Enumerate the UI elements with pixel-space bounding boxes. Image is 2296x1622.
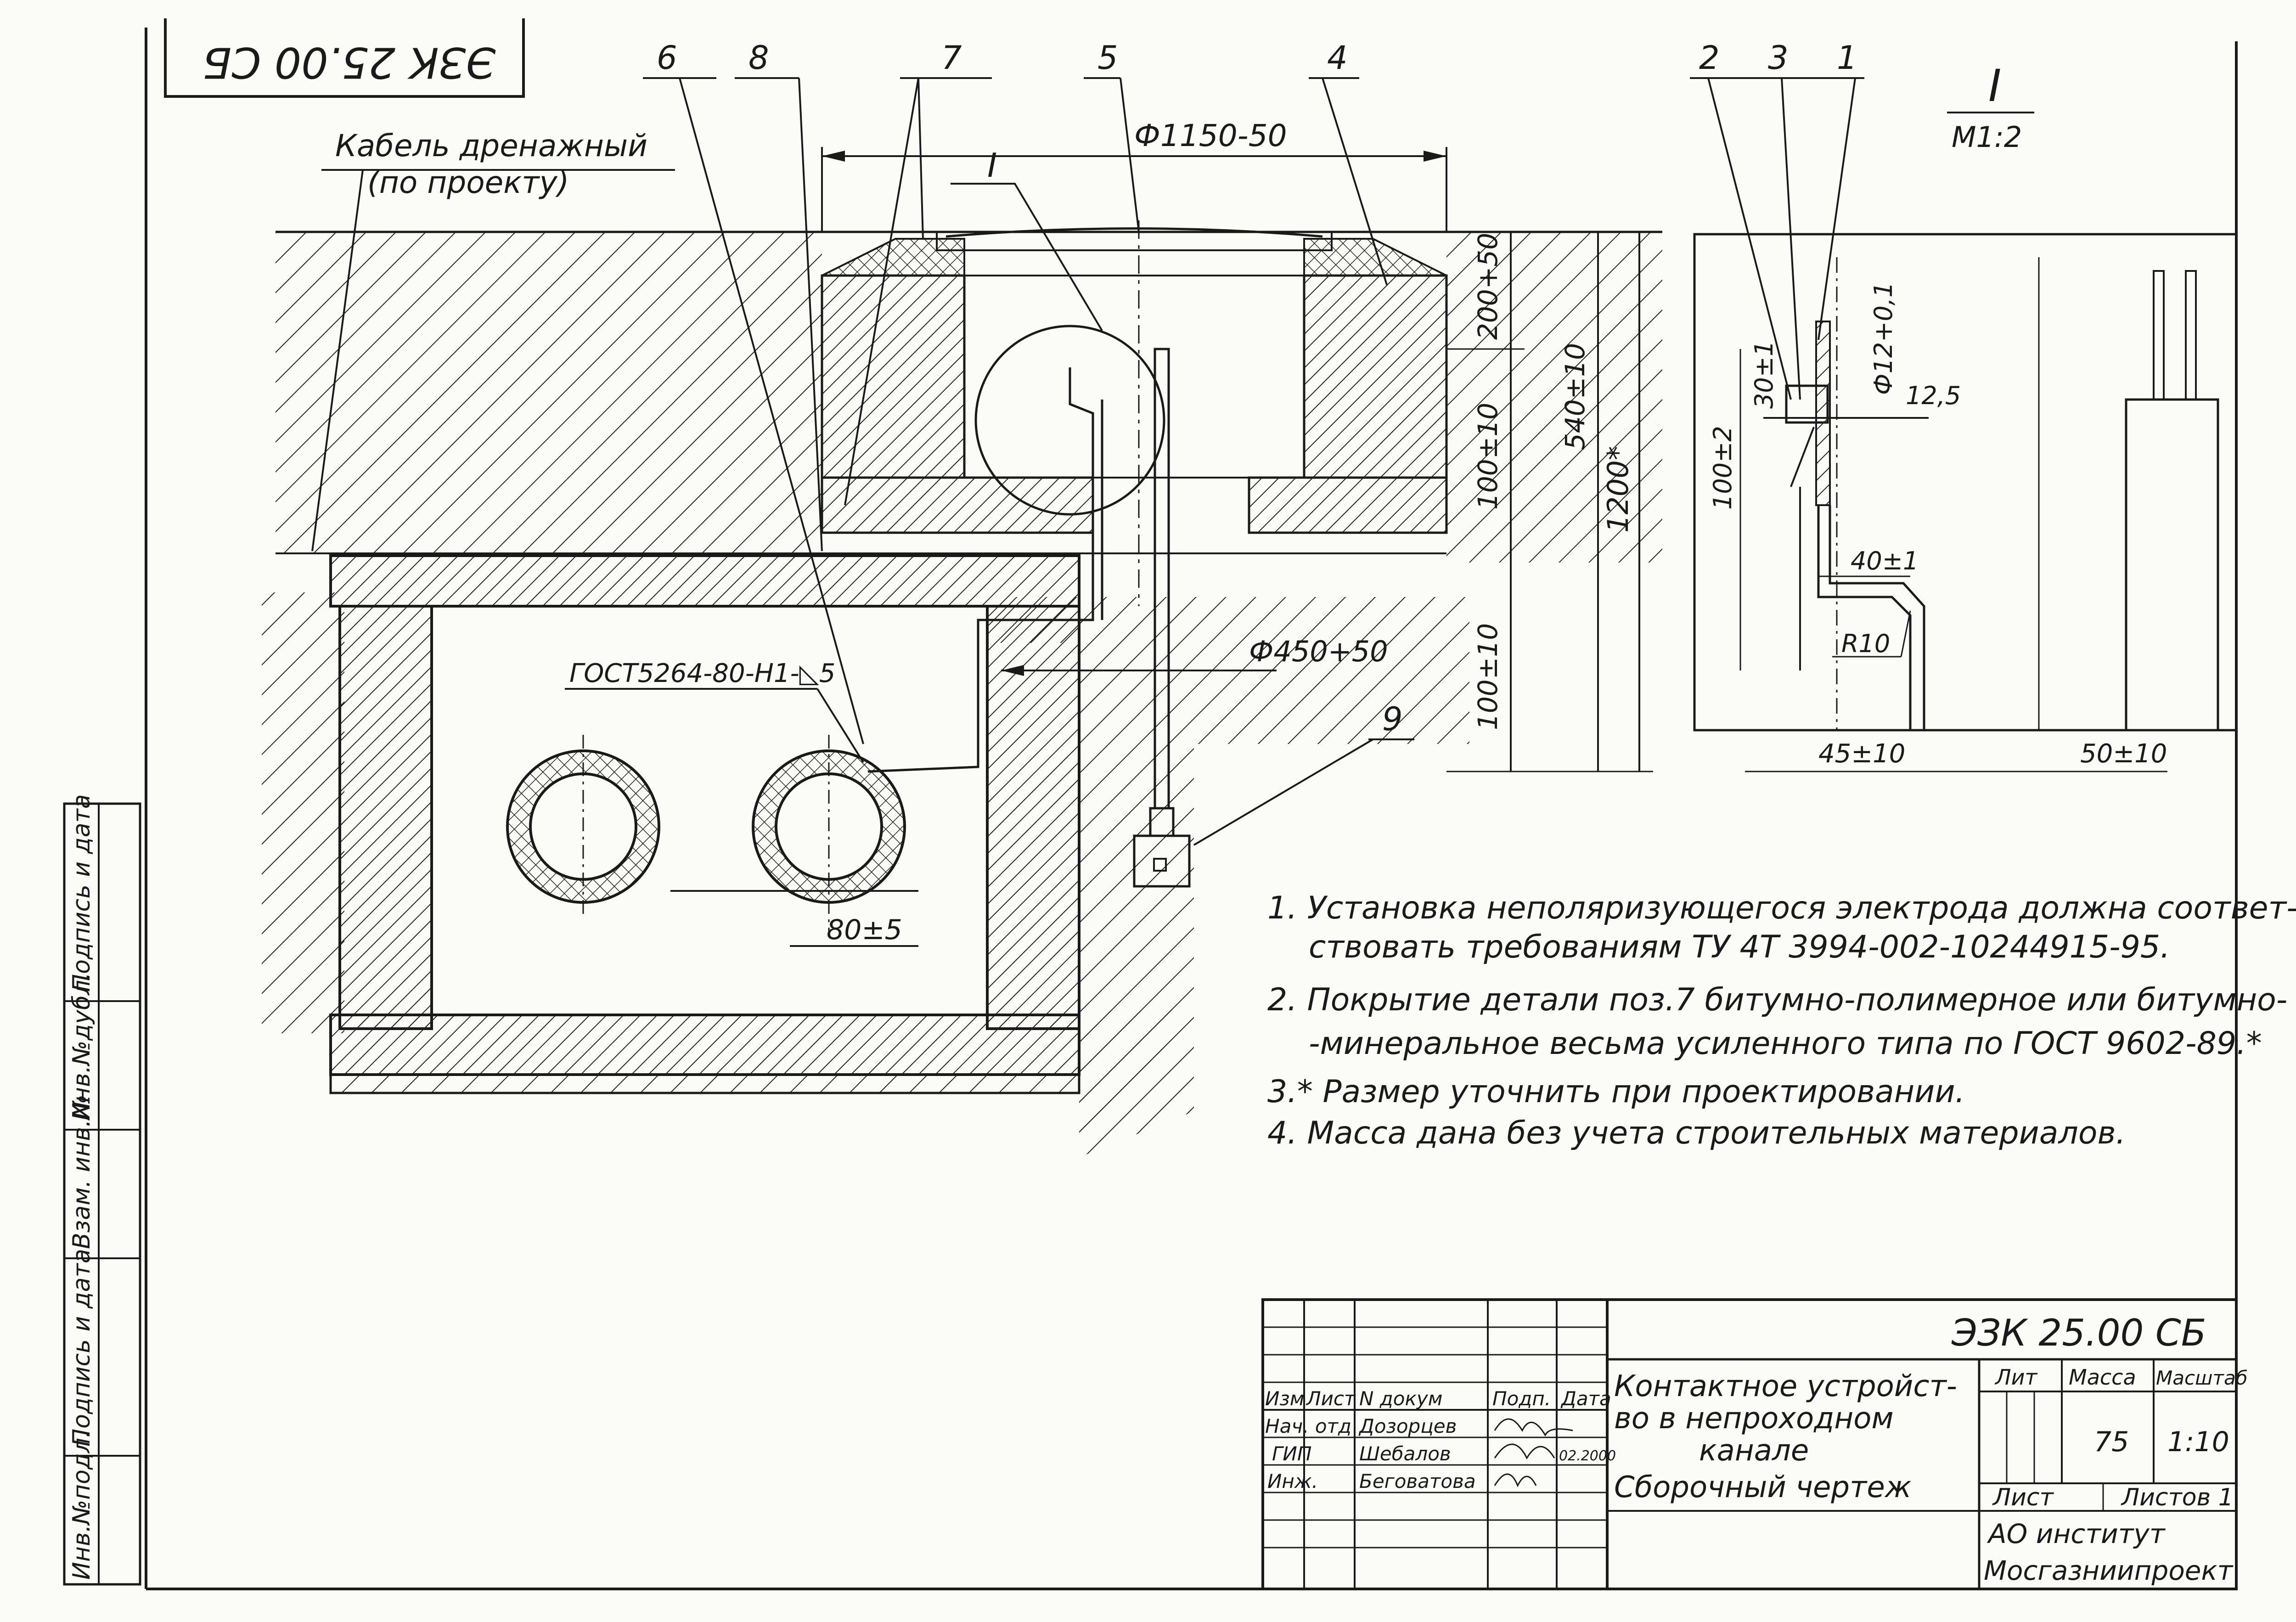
tb-h-date: Дата (1560, 1387, 1611, 1410)
dim-450-text: Ф450+50 (1249, 635, 1388, 668)
tb-r3-role: Инж. (1267, 1470, 1318, 1492)
electrode (1133, 348, 1191, 888)
position-leaders: 6 8 7 5 4 9 (643, 39, 1414, 846)
detail-dim-50: 50±10 (2080, 739, 2167, 769)
dim-100a-text: 100±10 (1472, 403, 1503, 510)
rotated-code-text: ЭЗК 25.00 СБ (203, 38, 496, 87)
detail-dim-45: 45±10 (1818, 739, 1905, 769)
cable-label: Кабель дренажный (по проекту) (311, 128, 675, 552)
tb-org-line2: Мосгазниипроект (1984, 1555, 2234, 1586)
weld-annotation: ГОСТ5264-80-Н1-◺5 80±5 (565, 659, 918, 947)
pos-6: 6 (657, 39, 677, 77)
tb-title-line4: Сборочный чертеж (1614, 1470, 1912, 1504)
manhole-cover (822, 220, 1447, 606)
detail-pos-1: 1 (1837, 39, 1857, 77)
side-stamp-label: Подпись и дата (68, 794, 96, 992)
detail-dim-12-5: 12,5 (1906, 381, 1961, 410)
tb-r1-role: Нач. отд (1265, 1415, 1351, 1437)
detail-pos-3: 3 (1768, 39, 1789, 77)
manhole-walls (821, 274, 1448, 534)
detail-title: I (1988, 60, 2001, 112)
dim-450: Ф450+50 (1001, 635, 1388, 676)
soil-upper (276, 231, 1662, 563)
tb-h-ndoc: N докум (1359, 1387, 1442, 1410)
tb-listov: Листов 1 (2121, 1484, 2234, 1511)
rotated-code-stamp: ЭЗК 25.00 СБ (164, 18, 525, 98)
note-line: 4. Масса дана без учета строительных мат… (1267, 1115, 2126, 1151)
tb-title-line2: во в непроходном (1614, 1402, 1894, 1436)
dims-vertical: 200+50 540±10 100±10 1200* 100±10 (1446, 232, 1653, 772)
gost-weld-text: ГОСТ5264-80-Н1-◺5 (569, 659, 835, 688)
tb-r2-date: 02.2000 (1559, 1448, 1616, 1464)
channel-box (276, 552, 1446, 1094)
dim-top-text: Ф1150-50 (1134, 118, 1287, 153)
note-line: ствовать требованиям ТУ 4Т 3994-002-1024… (1309, 929, 2170, 965)
detail-pos-2: 2 (1699, 39, 1720, 77)
tb-r1-name: Дозорцев (1358, 1415, 1457, 1437)
dim-80-text: 80±5 (827, 914, 902, 946)
detail-dim-30: 30±1 (1750, 341, 1778, 409)
detail-dim-40: 40±1 (1851, 546, 1919, 575)
note-line: 2. Покрытие детали поз.7 битумно-полимер… (1267, 982, 2287, 1018)
dim-100b-text: 100±10 (1472, 623, 1503, 730)
note-line: 1. Установка неполяризующегося электрода… (1267, 890, 2296, 926)
tb-massa: 75 (2094, 1426, 2129, 1458)
tb-h-massa: Масса (2069, 1365, 2136, 1390)
pos-8: 8 (748, 39, 769, 77)
detail-dim-R10: R10 (1841, 629, 1890, 658)
notes-block: 1. Установка неполяризующегося электрода… (1267, 890, 2296, 1151)
note-line: -минеральное весьма усиленного типа по Г… (1309, 1025, 2262, 1062)
pos-9: 9 (1382, 700, 1403, 738)
detail-scale: М1:2 (1952, 120, 2022, 154)
detail-dim-12dia: Ф12+0,1 (1869, 282, 1898, 395)
tb-title-line1: Контактное устройст- (1614, 1369, 1957, 1403)
side-stamp-label: Взам. инв.№ (68, 1094, 96, 1249)
title-block: Изм Лист N докум Подп. Дата Нач. отд Доз… (1261, 1298, 2248, 1590)
side-stamp-label: Подпись и дата (68, 1249, 96, 1447)
cable-label-line1: Кабель дренажный (335, 128, 647, 163)
side-stamp: Инв.№подл. Подпись и дата Взам. инв.№ Ин… (63, 794, 141, 1586)
pipe-right (752, 735, 906, 932)
tb-code: ЭЗК 25.00 СБ (1951, 1312, 2206, 1354)
dim-1200-text: 1200* (1601, 446, 1635, 533)
tb-h-lit: Лит (1994, 1365, 2037, 1390)
pos-7: 7 (941, 39, 962, 77)
tb-title-line3: канале (1699, 1434, 1809, 1468)
note-line: 3.* Размер уточнить при проектировании. (1267, 1074, 1965, 1110)
tb-h-masshtab: Масштаб (2156, 1367, 2248, 1389)
tb-r2-role: ГИП (1272, 1442, 1311, 1465)
detail-dim-100: 100±2 (1708, 426, 1737, 510)
pos-4: 4 (1327, 39, 1348, 77)
callout-I-label: I (987, 146, 997, 185)
tb-r3-name: Беговатова (1359, 1470, 1476, 1492)
dim-540-text: 540±10 (1559, 343, 1591, 450)
soil-lower (262, 592, 1469, 1157)
side-stamp-label: Инв.№дубл. (68, 972, 96, 1121)
tb-h-izm: Изм (1265, 1387, 1304, 1410)
pipe-left (506, 735, 660, 918)
dim-200-text: 200+50 (1472, 233, 1503, 340)
dim-top-diameter: Ф1150-50 (821, 118, 1447, 232)
detail-view: I М1:2 2 3 1 30±1 Ф12+0,1 12,5 100±2 40±… (1690, 39, 2238, 772)
detail-callout-circle: I (951, 146, 1165, 516)
pos-5: 5 (1097, 39, 1118, 77)
tb-h-list: Лист (1306, 1387, 1356, 1410)
tb-masshtab: 1:10 (2167, 1426, 2229, 1458)
tb-h-podp: Подп. (1492, 1387, 1551, 1410)
tb-list: Лист (1992, 1484, 2054, 1511)
tb-r2-name: Шебалов (1359, 1442, 1451, 1465)
side-stamp-label: Инв.№подл. (68, 1430, 96, 1580)
tb-org-line1: АО институт (1986, 1518, 2166, 1549)
